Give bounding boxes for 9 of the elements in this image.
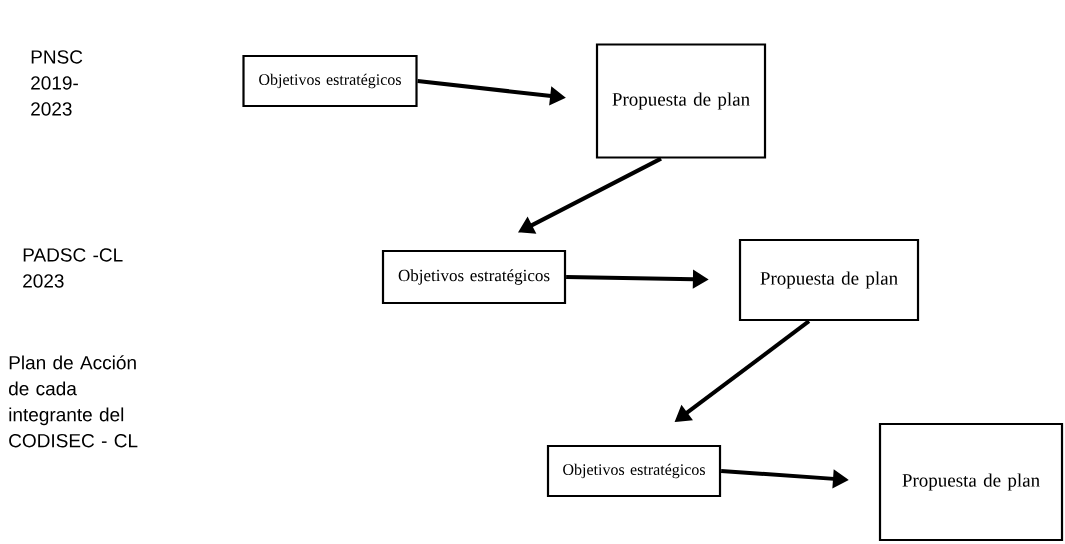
- process-box: Propuesta de plan: [595, 43, 767, 159]
- row-label: Plan de Acción de cada integrante del CODISEC - CL: [9, 355, 138, 448]
- process-box: Objetivos estratégicos: [546, 444, 722, 498]
- process-box: Objetivos estratégicos: [242, 54, 418, 108]
- process-box: Propuesta de plan: [738, 238, 920, 322]
- row-label: PADSC -CL 2023: [23, 248, 123, 288]
- process-box: Objetivos estratégicos: [381, 249, 567, 305]
- process-box: Propuesta de plan: [878, 422, 1064, 542]
- row-label: PNSC 2019- 2023: [31, 50, 83, 116]
